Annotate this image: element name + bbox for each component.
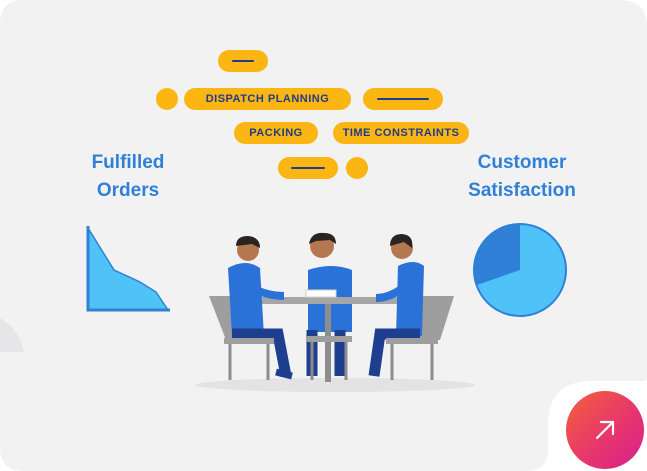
- team-meeting-illustration: [195, 232, 475, 392]
- customer-satisfaction-line1: Customer: [477, 152, 567, 173]
- tag-dispatch-planning-label: DISPATCH PLANNING: [205, 93, 330, 105]
- tag-placeholder-right: [363, 88, 443, 110]
- tag-placeholder-bottom: [278, 157, 338, 179]
- fulfilled-orders-line1: Fulfilled: [91, 152, 165, 173]
- customer-satisfaction-label: Customer Satisfaction: [456, 149, 588, 205]
- tag-dot-right: [346, 157, 368, 179]
- customer-satisfaction-pie-icon: [473, 223, 567, 317]
- fulfilled-orders-chart-icon: [86, 226, 170, 312]
- fulfilled-orders-label: Fulfilled Orders: [72, 149, 184, 205]
- tag-packing: PACKING: [234, 122, 318, 144]
- customer-satisfaction-line2: Satisfaction: [468, 180, 576, 201]
- fulfilled-orders-line2: Orders: [96, 180, 160, 201]
- tag-time-constraints-label: TIME CONSTRAINTS: [342, 127, 460, 139]
- tag-placeholder-top: [218, 50, 268, 72]
- tag-dispatch-planning: DISPATCH PLANNING: [184, 88, 351, 110]
- tag-time-constraints: TIME CONSTRAINTS: [333, 122, 469, 144]
- arrow-up-right-icon: [595, 420, 615, 440]
- tag-packing-label: PACKING: [249, 127, 303, 139]
- open-link-button[interactable]: [566, 391, 644, 469]
- tag-dot-left: [156, 88, 178, 110]
